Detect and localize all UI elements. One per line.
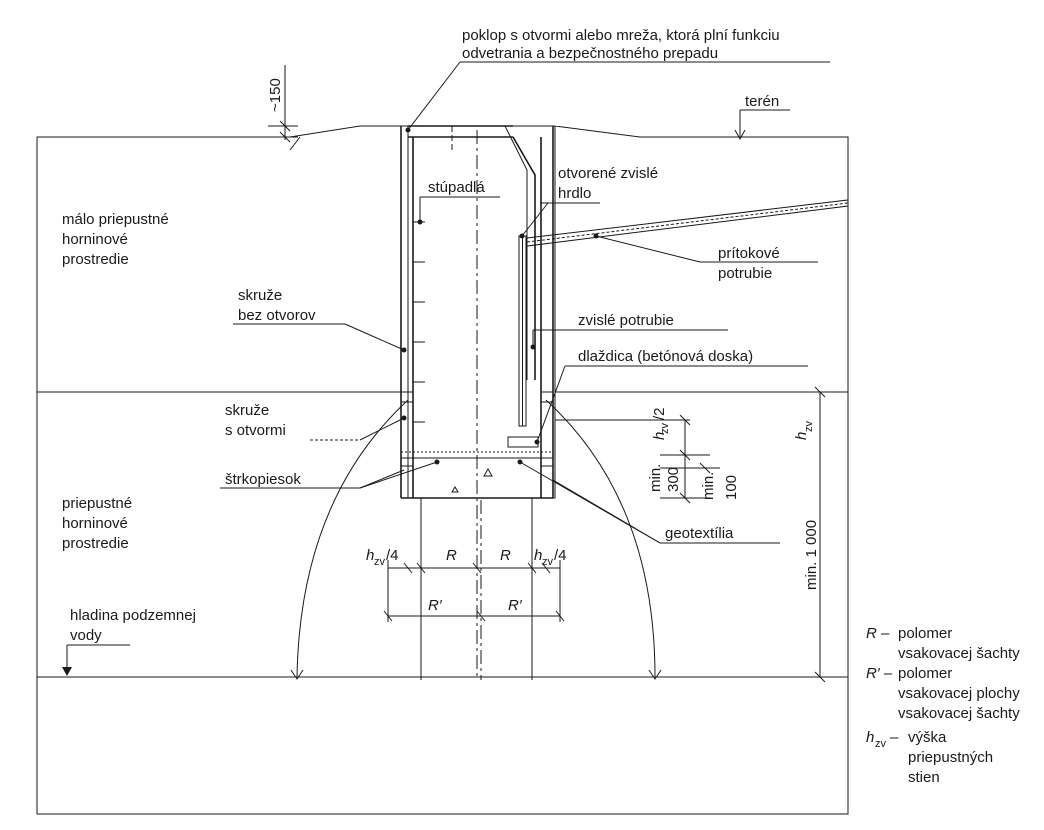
- groundwater-icon: [62, 644, 130, 676]
- rp-left-label: R′: [428, 597, 443, 614]
- min100-label-2: 100: [723, 475, 740, 500]
- dimension-150: [268, 65, 301, 151]
- legend-h-symbol: h: [866, 729, 874, 746]
- seepage-arcs: [290, 399, 662, 680]
- legend-r-symbol: R –: [866, 625, 890, 642]
- permeable-soil-label-3: prostredie: [62, 535, 129, 552]
- hzv-quarter-left-h: h: [366, 547, 374, 564]
- rings-holes-label-1: skruže: [225, 402, 269, 419]
- min300-label-2: 300: [665, 467, 682, 492]
- inflow-label-1: prítokové: [718, 245, 780, 262]
- steps-icon: [413, 221, 425, 423]
- lid-label-1: poklop s otvormi alebo mreža, ktorá plní…: [462, 27, 780, 44]
- legend-h-dash: –: [890, 729, 899, 746]
- rings-solid-label-2: bez otvorov: [238, 307, 316, 324]
- legend: R – polomer vsakovacej šachty R′ – polom…: [866, 625, 1020, 786]
- slab-label: dlaždica (betónová doska): [578, 348, 753, 365]
- gravel-bed: [401, 451, 553, 499]
- shaft-cone: [408, 125, 536, 380]
- inflow-label-2: potrubie: [718, 265, 772, 282]
- dimension-r: [383, 498, 565, 680]
- geotextile-label: geotextília: [665, 525, 734, 542]
- hzv-quarter-left-slash: /4: [386, 547, 399, 564]
- legend-rp-text-1: polomer: [898, 665, 952, 682]
- groundwater-label-1: hladina podzemnej: [70, 607, 196, 624]
- groundwater-label-2: vody: [70, 627, 102, 644]
- legend-h-sub: zv: [875, 738, 887, 750]
- terrain-label: terén: [745, 93, 779, 110]
- hzv-right-sub: zv: [803, 421, 815, 433]
- annotation-texts: poklop s otvormi alebo mreža, ktorá plní…: [62, 27, 820, 644]
- min300-label-1: min.: [647, 464, 664, 492]
- hzv-half-h: h: [651, 432, 668, 440]
- permeable-soil-label-1: priepustné: [62, 495, 132, 512]
- soil-layer-bottom: [36, 676, 849, 815]
- rp-right-label: R′: [508, 597, 523, 614]
- poor-soil-label-2: horninové: [62, 231, 128, 248]
- inflow-pipe-icon: [526, 199, 849, 247]
- steps-label: stúpadlá: [428, 179, 485, 196]
- hzv-quarter-right-sub: zv: [542, 556, 554, 568]
- open-neck-label-2: hrdlo: [558, 185, 591, 202]
- vertical-pipe-label: zvislé potrubie: [578, 312, 674, 329]
- legend-rp-symbol: R′ –: [866, 665, 893, 682]
- legend-r-text-1: polomer: [898, 625, 952, 642]
- poor-soil-label-1: málo priepustné: [62, 211, 169, 228]
- hzv-quarter-left-sub: zv: [374, 556, 386, 568]
- min1000-label: min. 1 000: [803, 520, 820, 590]
- legend-h-text-2: priepustných: [908, 749, 993, 766]
- hzv-half-sub: zv: [659, 423, 671, 435]
- legend-rp-text-3: vsakovacej šachty: [898, 705, 1020, 722]
- poor-soil-label-3: prostredie: [62, 251, 129, 268]
- rings-holes-label-2: s otvormi: [225, 422, 286, 439]
- legend-r-text-2: vsakovacej šachty: [898, 645, 1020, 662]
- depth-150-label: ~150: [267, 78, 284, 112]
- r-right-label: R: [500, 547, 511, 564]
- gravel-label: štrkopiesok: [225, 471, 301, 488]
- legend-h-text-3: stien: [908, 769, 940, 786]
- r-left-label: R: [446, 547, 457, 564]
- lid-label-2: odvetrania a bezpečnostného prepadu: [462, 45, 718, 62]
- dimension-hzv: [555, 386, 848, 683]
- hzv-right-h: h: [793, 432, 810, 440]
- open-neck-label-1: otvorené zvislé: [558, 165, 658, 182]
- legend-rp-text-2: vsakovacej plochy: [898, 685, 1020, 702]
- legend-h-text-1: výška: [908, 729, 947, 746]
- hzv-half-slash: /2: [651, 407, 668, 420]
- hzv-quarter-right-slash: /4: [554, 547, 567, 564]
- rings-solid-label-1: skruže: [238, 287, 282, 304]
- min100-label-1: min.: [700, 472, 717, 500]
- leader-lines: [220, 61, 830, 544]
- permeable-soil-label-2: horninové: [62, 515, 128, 532]
- hzv-quarter-right-h: h: [534, 547, 542, 564]
